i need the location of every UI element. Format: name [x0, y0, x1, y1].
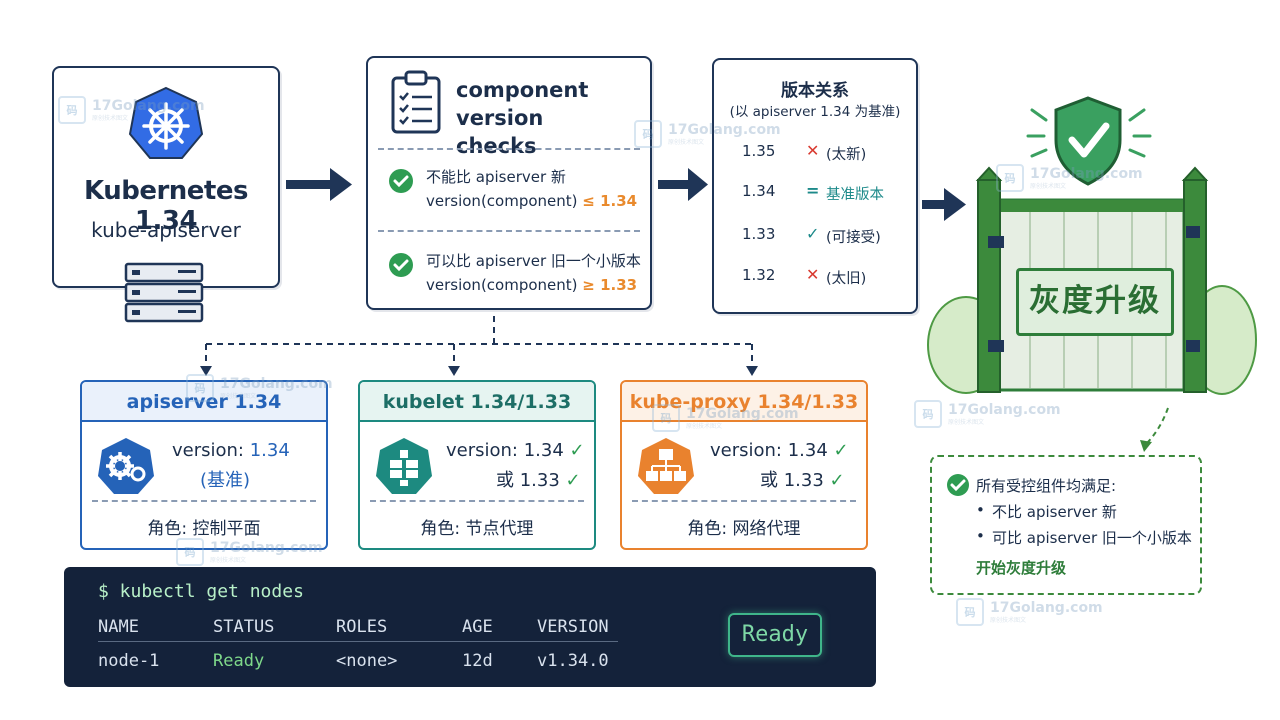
kube-proxy-role: 角色: 网络代理 [687, 519, 801, 539]
ready-badge: Ready [728, 613, 822, 657]
check-icon: ✓ [806, 224, 820, 243]
shield-check-icon [1026, 96, 1152, 186]
relation-version: 1.34 [742, 182, 776, 200]
relation-subtitle: (以 apiserver 1.34 为基准) [729, 104, 901, 120]
terminal-command: $ kubectl get nodes [98, 581, 304, 602]
kube-proxy-version-line1: version: 1.34 ✓ [710, 440, 849, 461]
apiserver-version-label: version: [172, 440, 250, 461]
node-roles: <none> [336, 651, 398, 671]
kube-proxy-card-title: kube-proxy 1.34/1.33 [622, 382, 866, 422]
terminal-header-rule [98, 641, 618, 642]
check-icon: ✓ [565, 470, 581, 491]
note-bullet-2: 可比 apiserver 旧一个小版本 [992, 529, 1192, 547]
card-divider [632, 500, 856, 502]
apiserver-role: 角色: 控制平面 [147, 519, 261, 539]
relation-label: (太旧) [826, 271, 867, 287]
apiserver-card-title: apiserver 1.34 [82, 382, 326, 422]
network-icon [638, 438, 694, 494]
node-name: node-1 [98, 651, 160, 671]
arrow-relation-to-gate [922, 188, 966, 221]
checks-title-line1: component version [456, 78, 589, 130]
node-icon [376, 438, 432, 494]
check-icon: ✓ [569, 440, 585, 461]
relation-label: (太新) [826, 147, 867, 163]
node-age: 12d [462, 651, 493, 671]
rule1-text: 不能比 apiserver 新 [426, 168, 566, 186]
card-divider [370, 500, 584, 502]
gears-icon [98, 438, 154, 494]
kubernetes-title: Kubernetes 1.34 [84, 176, 248, 236]
relation-label: 基准版本 [826, 187, 884, 203]
check-icon: ✓ [833, 440, 849, 461]
apiserver-baseline: (基准) [200, 470, 251, 491]
kubernetes-card: Kubernetes 1.34 kube-apiserver [52, 66, 280, 288]
dashed-tree-heads [200, 366, 758, 376]
rule1-op: ≤ 1.34 [582, 192, 638, 210]
canary-upgrade-sign: 灰度升级 [1016, 268, 1174, 336]
rule2-expression: version(component) ≥ 1.33 [426, 276, 637, 294]
kube-proxy-version-line2: 或 1.33 ✓ [760, 466, 845, 492]
kube-proxy-version-alt: 或 1.33 [760, 470, 824, 491]
rule2-text: 可以比 apiserver 旧一个小版本 [426, 252, 641, 270]
card-divider [92, 500, 316, 502]
check-circle-icon [947, 474, 969, 496]
checks-rule-divider [378, 230, 640, 232]
col-header-status: STATUS [213, 617, 275, 637]
cross-icon: ✕ [806, 141, 820, 160]
checks-title-divider [378, 148, 640, 150]
check-circle-icon [389, 169, 413, 193]
arrow-k8s-to-checks [286, 168, 352, 201]
version-relation-card: 版本关系 (以 apiserver 1.34 为基准) 1.35 ✕ (太新) … [712, 58, 918, 314]
node-status: Ready [213, 651, 265, 671]
cross-icon: ✕ [806, 265, 820, 284]
kubernetes-helm-icon [128, 86, 204, 159]
relation-title: 版本关系 [781, 81, 849, 101]
equals-icon: = [806, 181, 820, 200]
relation-version: 1.32 [742, 266, 776, 284]
dashed-tree [205, 316, 753, 368]
col-header-age: AGE [462, 617, 493, 637]
node-version: v1.34.0 [537, 651, 609, 671]
note-bullet-dot: • [976, 501, 985, 519]
note-heading: 所有受控组件均满足: [976, 477, 1117, 495]
apiserver-version: version: 1.34 [172, 440, 290, 461]
rule1-expr: version(component) [426, 192, 578, 210]
kubelet-role: 角色: 节点代理 [420, 519, 534, 539]
note-footer: 开始灰度升级 [976, 559, 1067, 577]
apiserver-card: apiserver 1.34 version: 1.34 (基准) 角色: 控制… [80, 380, 328, 550]
check-circle-icon [389, 253, 413, 277]
note-bullet-1: 不比 apiserver 新 [992, 503, 1117, 521]
rule1-expression: version(component) ≤ 1.34 [426, 192, 637, 210]
clipboard-checklist-icon [391, 70, 441, 134]
kubelet-card: kubelet 1.34/1.33 version: 1.34 ✓ 或 1.33… [358, 380, 596, 550]
terminal-panel: $ kubectl get nodes NAME STATUS ROLES AG… [64, 567, 876, 687]
kubelet-card-title: kubelet 1.34/1.33 [360, 382, 594, 422]
kube-proxy-version: version: 1.34 [710, 440, 828, 461]
checks-title-line2: checks [456, 134, 537, 158]
kubelet-version: version: 1.34 [446, 440, 564, 461]
col-header-name: NAME [98, 617, 139, 637]
relation-version: 1.33 [742, 225, 776, 243]
kube-proxy-card: kube-proxy 1.34/1.33 version: 1.34 ✓ 或 1… [620, 380, 868, 550]
kubelet-version-alt: 或 1.33 [496, 470, 560, 491]
kubelet-version-line2: 或 1.33 ✓ [496, 466, 581, 492]
col-header-version: VERSION [537, 617, 609, 637]
conditions-note: 所有受控组件均满足: • 不比 apiserver 新 • 可比 apiserv… [930, 455, 1202, 595]
check-icon: ✓ [829, 470, 845, 491]
server-stack-icon [124, 262, 204, 323]
apiserver-version-number: 1.34 [249, 440, 290, 461]
arrow-gate-to-note [1145, 407, 1169, 445]
relation-version: 1.35 [742, 142, 776, 160]
rule2-op: ≥ 1.33 [582, 276, 638, 294]
arrow-checks-to-relation [658, 168, 708, 201]
checks-title: component version checks [456, 76, 646, 160]
relation-label: (可接受) [826, 230, 881, 246]
kubelet-version-line1: version: 1.34 ✓ [446, 440, 585, 461]
rule2-expr: version(component) [426, 276, 578, 294]
component-version-checks-card: component version checks 不能比 apiserver 新… [366, 56, 652, 310]
col-header-roles: ROLES [336, 617, 388, 637]
kube-apiserver-label: kube-apiserver [91, 218, 241, 242]
note-bullet-dot: • [976, 527, 985, 545]
